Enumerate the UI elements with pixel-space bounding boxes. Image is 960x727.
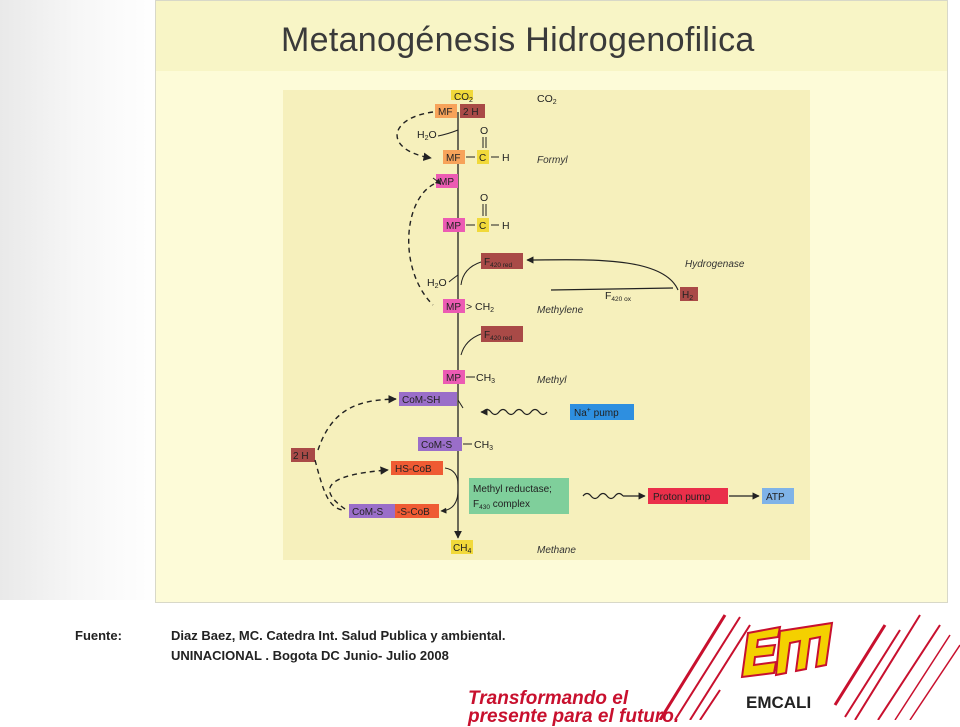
mp-box-4-text: MP xyxy=(446,373,461,384)
two-h-box-left-text: 2 H xyxy=(293,451,309,462)
emcali-logo-text: EMCALI xyxy=(746,693,811,712)
mp-box-3 xyxy=(443,299,465,313)
citation-line-2: UNINACIONAL . Bogota DC Junio- Julio 200… xyxy=(171,648,449,663)
emcali-logo: EMCALI xyxy=(658,614,960,720)
h2o-label-2: H2O xyxy=(427,277,447,290)
mp-box-1 xyxy=(436,174,458,188)
com-s-s-cob-box-b xyxy=(395,504,439,518)
com-sh-join-arrow xyxy=(457,399,464,409)
formyl-label: Formyl xyxy=(537,155,568,166)
com-s-s-cob-text-a: CoM-S xyxy=(352,507,383,518)
proton-pump-box xyxy=(648,488,728,504)
dashed-loop-com-sh xyxy=(317,395,397,451)
mp-loop-return-arrow xyxy=(432,177,442,185)
mf-box-2 xyxy=(443,150,465,164)
mp-h: H xyxy=(502,220,510,232)
hs-cob-box xyxy=(391,461,443,475)
proton-pump-wave xyxy=(582,492,624,500)
mf-box-2-text: MF xyxy=(446,153,460,164)
slide-title: Metanogénesis Hidrogenofilica xyxy=(281,21,755,59)
methylene-label: Methylene xyxy=(537,305,584,316)
hydrogenase-arrow xyxy=(526,256,679,291)
f420-red-box-1 xyxy=(481,253,523,269)
atp-box-text: ATP xyxy=(766,492,785,503)
f420-red-box-1-text: F420 red xyxy=(484,257,513,269)
hs-cob-box-text: HS-CoB xyxy=(395,464,432,475)
methyl-reductase-text-2: F430 complex xyxy=(473,499,530,511)
dashed-loop-mp xyxy=(408,183,435,306)
mp-box-2 xyxy=(443,218,465,232)
dashed-loop-2h-down xyxy=(314,459,344,511)
mp-box-1-text: MP xyxy=(439,177,454,188)
h2-box xyxy=(680,287,698,301)
com-s-s-cob-text-b: -S-CoB xyxy=(397,507,430,518)
mf-box-1 xyxy=(435,104,457,118)
dashed-loop-hs-cob xyxy=(328,466,389,510)
logo-decorative-stripes xyxy=(658,614,960,720)
methylene-bracket: > xyxy=(466,301,472,313)
citation-line-1: Diaz Baez, MC. Catedra Int. Salud Public… xyxy=(171,628,506,643)
left-background-gradient xyxy=(0,0,160,600)
ch4-box xyxy=(451,540,473,554)
com-s-s-cob-release-arrow xyxy=(440,489,459,514)
methyl-reductase-text-1: Methyl reductase; xyxy=(473,484,552,495)
citation-label: Fuente: xyxy=(75,628,122,643)
ch3-label-b: CH3 xyxy=(474,439,493,452)
two-h-box-left xyxy=(291,448,315,462)
hydrogenase-label: Hydrogenase xyxy=(685,259,745,270)
f420-donation-arrow-1 xyxy=(460,261,482,286)
f420-ox-label: F420 ox xyxy=(605,290,632,303)
mp-c-box xyxy=(477,218,489,232)
slogan-line-1: Transformando el xyxy=(468,688,629,709)
com-sh-box-text: CoM-SH xyxy=(402,395,440,406)
com-s-s-cob-box-a xyxy=(349,504,395,518)
f420-ox-return-line xyxy=(550,287,674,291)
na-pump-box xyxy=(570,404,634,420)
h2o-label-1: H2O xyxy=(417,129,437,142)
na-pump-wave xyxy=(482,408,548,416)
mp-box-4 xyxy=(443,370,465,384)
two-h-box-top-text: 2 H xyxy=(463,107,479,118)
mp-o: O xyxy=(480,192,488,204)
co2-box-text: CO2 xyxy=(454,92,473,104)
f420-red-box-2-text: F420 red xyxy=(484,330,513,342)
dashed-loop-mf xyxy=(396,111,434,161)
title-band xyxy=(156,1,947,71)
formyl-h: H xyxy=(502,152,510,164)
com-s-box-text: CoM-S xyxy=(421,440,452,451)
methanogenesis-pathway-diagram: CO2 CO2 MF 2 H H2O O MF C H Formyl MP O … xyxy=(291,90,794,556)
mp-c-text: C xyxy=(479,221,486,232)
em-logo-mark xyxy=(740,621,834,679)
com-s-box xyxy=(418,437,462,451)
formyl-c-text: C xyxy=(479,153,486,164)
ch3-label-a: CH3 xyxy=(476,372,495,385)
mp-box-3-text: MP xyxy=(446,302,461,313)
h2-box-text: H2 xyxy=(682,290,693,302)
ch2-label: CH2 xyxy=(475,301,494,314)
f420-donation-arrow-2 xyxy=(460,333,482,356)
h2o-release-arrow-1 xyxy=(437,129,459,137)
formyl-o: O xyxy=(480,125,488,137)
proton-pump-box-text: Proton pump xyxy=(653,492,711,503)
ch4-box-text: CH4 xyxy=(453,543,471,555)
atp-box xyxy=(762,488,794,504)
mp-box-2-text: MP xyxy=(446,221,461,232)
methane-label: Methane xyxy=(537,545,576,556)
f420-red-box-2 xyxy=(481,326,523,342)
two-h-box-top xyxy=(460,104,485,118)
methyl-reductase-box xyxy=(469,478,569,514)
formyl-c-box xyxy=(477,150,489,164)
h2o-release-arrow-2 xyxy=(448,274,459,283)
co2-label: CO2 xyxy=(537,93,557,106)
com-sh-box xyxy=(399,392,457,406)
hs-cob-join-arrow xyxy=(444,467,459,486)
methyl-label: Methyl xyxy=(537,375,567,386)
mf-box-1-text: MF xyxy=(438,107,452,118)
na-pump-box-text: Na+ pump xyxy=(574,407,619,419)
co2-box xyxy=(451,90,473,100)
